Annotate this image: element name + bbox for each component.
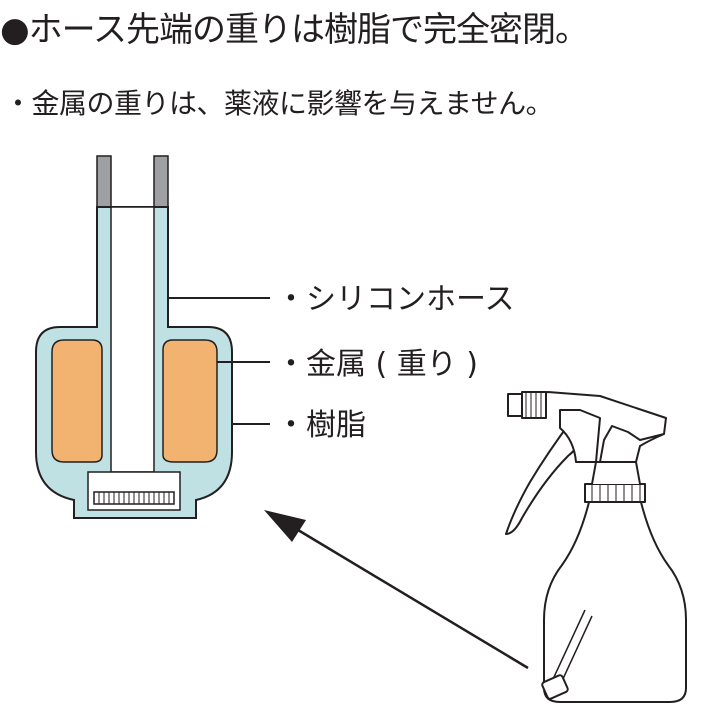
spray-bottle-icon [505, 391, 687, 703]
heading-bullet-icon: ● [0, 10, 30, 50]
pointer-arrow-head [264, 510, 306, 542]
hose-bore [110, 206, 155, 473]
callout-metal-weight: ・金属 ( 重り ) [276, 347, 479, 382]
callout-silicone-hose: ・シリコンホース [276, 282, 515, 317]
metal-weight-right [162, 339, 218, 463]
callout-resin: ・樹脂 [276, 408, 366, 443]
page-heading: ●ホース先端の重りは樹脂で完全密閉。 [0, 8, 713, 52]
metal-weight-left [51, 339, 103, 463]
page-subheading: ・金属の重りは、薬液に影響を与えません。 [4, 87, 554, 120]
filter-mesh [98, 492, 170, 504]
pointer-arrow-shaft [297, 528, 529, 670]
heading-text: ホース先端の重りは樹脂で完全密閉。 [28, 10, 589, 50]
